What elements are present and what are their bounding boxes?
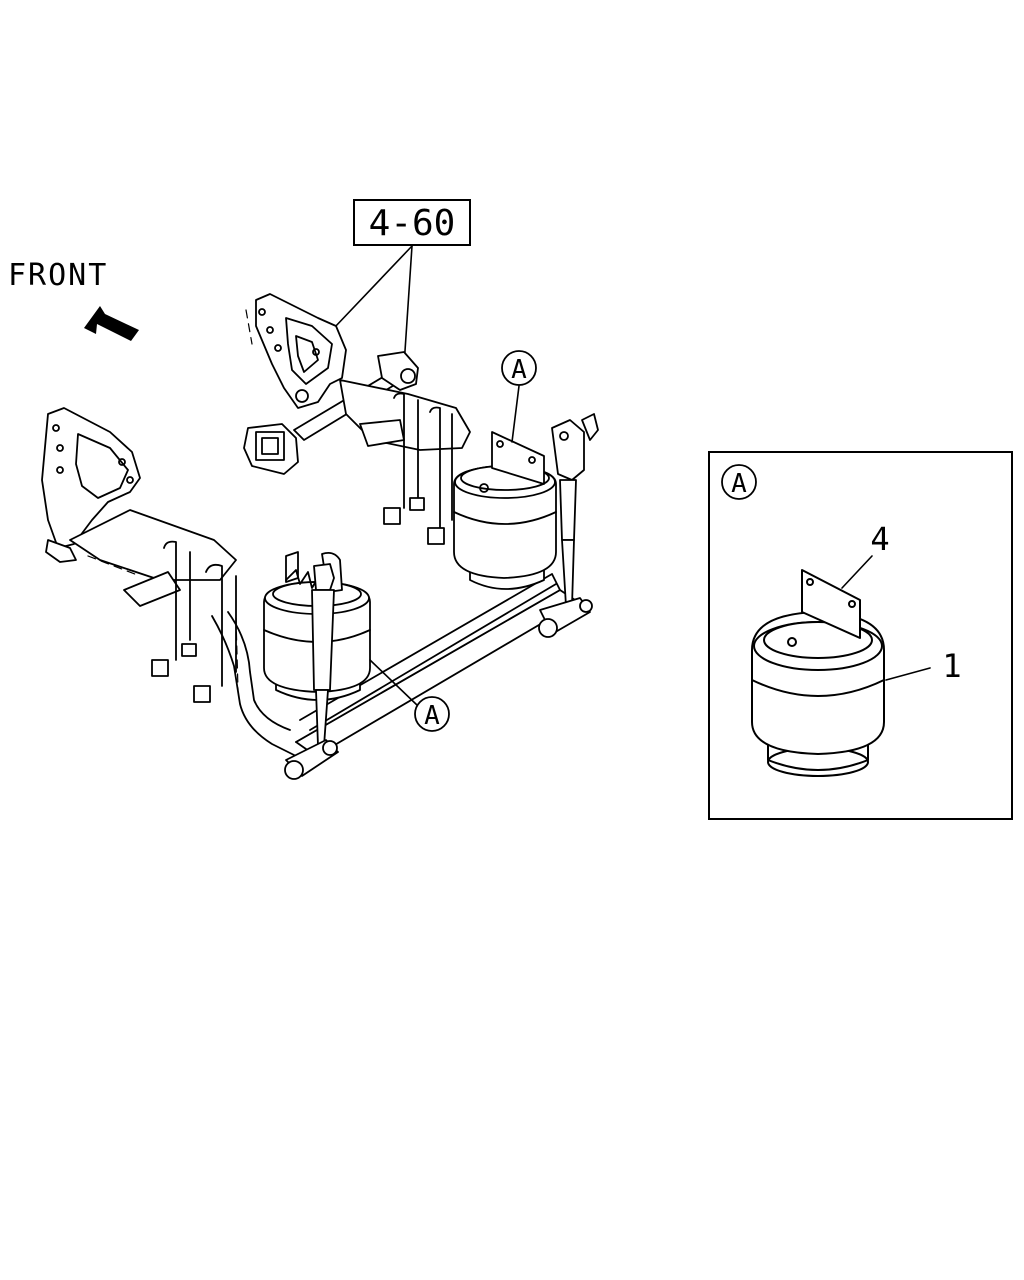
- part-1-label: 1: [942, 647, 961, 685]
- detail-air-spring: [751, 569, 885, 777]
- suspension-assembly: [41, 293, 599, 780]
- front-trailing-arm: [69, 509, 301, 759]
- callout-a-upper: A: [501, 350, 537, 443]
- callout-a-upper-text: A: [511, 355, 527, 385]
- rear-cross-tube: [295, 573, 579, 757]
- front-arrow-icon: [84, 306, 139, 341]
- rear-hanger-bracket: [255, 293, 347, 409]
- detail-view-label: A: [731, 469, 747, 499]
- callout-a-lower: A: [369, 659, 450, 732]
- callout-a-lower-text: A: [424, 701, 440, 731]
- detail-view-a: A 4 1: [708, 451, 1013, 820]
- reference-leaders: [333, 245, 413, 367]
- front-label: FRONT: [8, 258, 108, 293]
- rear-axle-beam: [339, 379, 471, 545]
- front-hanger-bracket: [41, 407, 141, 563]
- rear-air-spring: [453, 431, 557, 590]
- front-shock-absorber: [284, 563, 339, 780]
- rear-shock-absorber: [538, 413, 599, 638]
- reference-box: 4-60: [353, 199, 471, 246]
- part-4-label: 4: [870, 520, 889, 558]
- hidden-lines: [87, 309, 253, 691]
- reference-box-text: 4-60: [369, 203, 456, 244]
